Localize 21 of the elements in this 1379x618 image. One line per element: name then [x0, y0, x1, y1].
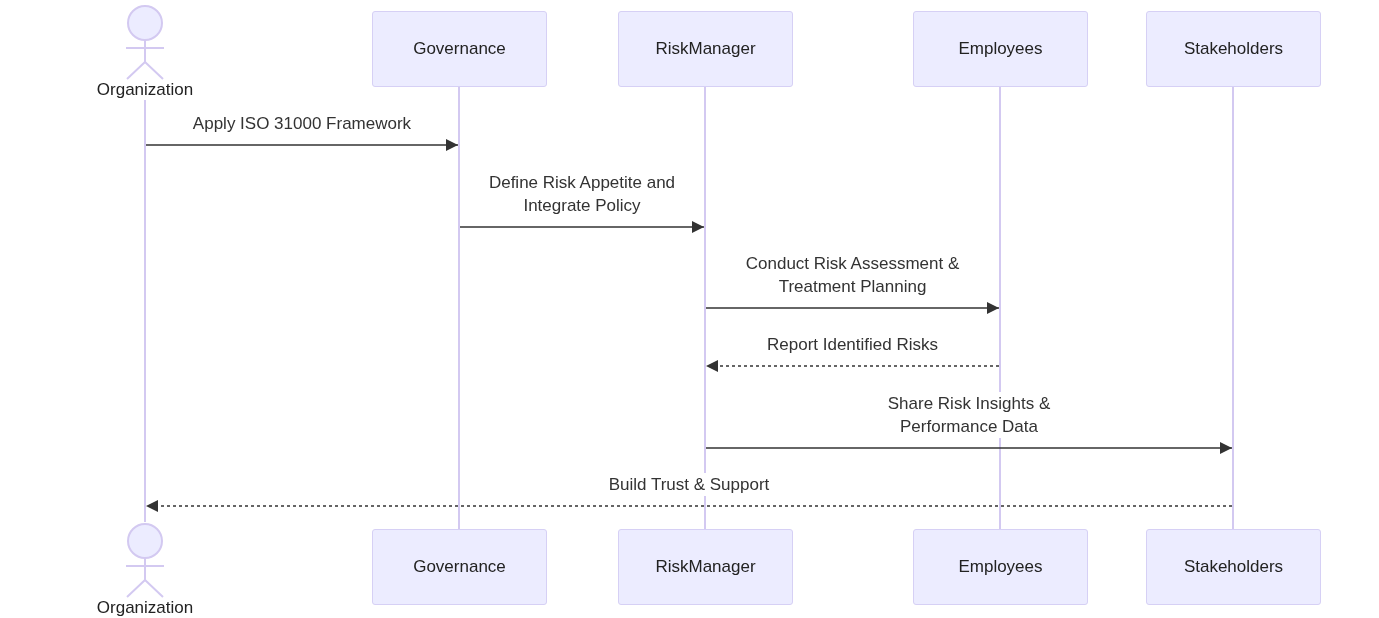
arrow [705, 442, 1233, 454]
lifeline [144, 100, 146, 522]
participant-box: Employees [913, 11, 1088, 87]
participant-box: Stakeholders [1146, 529, 1321, 605]
arrow [459, 221, 705, 233]
lifeline [458, 87, 460, 529]
participant-box: Governance [372, 11, 547, 87]
arrow [705, 302, 1000, 314]
participant-box: Stakeholders [1146, 11, 1321, 87]
participant-box: RiskManager [618, 11, 793, 87]
participant-box: RiskManager [618, 529, 793, 605]
participant-box: Employees [913, 529, 1088, 605]
actor-name: Organization [96, 80, 194, 100]
actor-name: Organization [96, 598, 194, 618]
dashed-arrow [705, 360, 1000, 372]
lifeline [1232, 87, 1234, 529]
arrow [145, 139, 459, 151]
lifeline [704, 87, 706, 529]
dashed-arrow [145, 500, 1233, 512]
participant-box: Governance [372, 529, 547, 605]
lifeline [999, 87, 1001, 529]
